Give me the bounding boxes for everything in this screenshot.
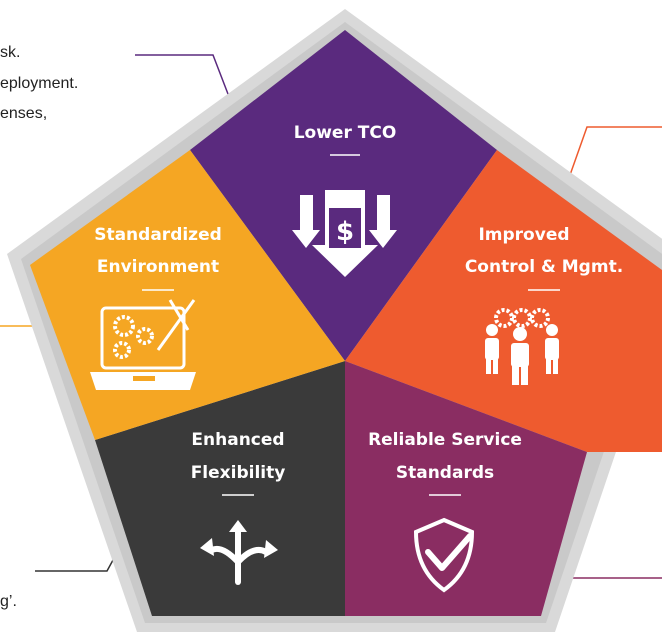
team-gears-icon: [485, 308, 559, 385]
improved-control-title-line-1: Improved: [478, 225, 569, 245]
connector-lower-tco: [135, 54, 234, 108]
money-down-arrows-icon: $: [292, 190, 397, 277]
reliable-service-title-line-2: Standards: [396, 463, 494, 483]
reliable-service-title-line-1: Reliable Service: [368, 430, 522, 450]
improved-control-title-line-2: Control & Mgmt.: [465, 257, 623, 277]
laptop-gears-tools-icon: [90, 299, 196, 390]
connector-improved-control: [569, 126, 662, 176]
enhanced-flexibility-title-line-2: Flexibility: [191, 463, 286, 483]
segment-reliable-service: [345, 361, 587, 616]
text-fragment-3: enses,: [0, 105, 48, 122]
shield-check-icon: [413, 517, 475, 593]
text-fragment-4: g’.: [0, 593, 17, 610]
standardized-environment-title-line-1: Standardized: [94, 225, 222, 245]
branching-arrows-icon: [200, 520, 278, 585]
enhanced-flexibility-title-line-1: Enhanced: [191, 430, 284, 450]
lower-tco-title: Lower TCO: [294, 123, 397, 143]
text-fragment-1: sk.: [0, 44, 21, 61]
standardized-environment-title-line-2: Environment: [97, 257, 219, 277]
segment-enhanced-flexibility: [95, 361, 345, 616]
segment-improved-control: [345, 150, 662, 452]
svg-text:$: $: [336, 217, 354, 247]
text-fragment-2: eployment.: [0, 75, 79, 92]
